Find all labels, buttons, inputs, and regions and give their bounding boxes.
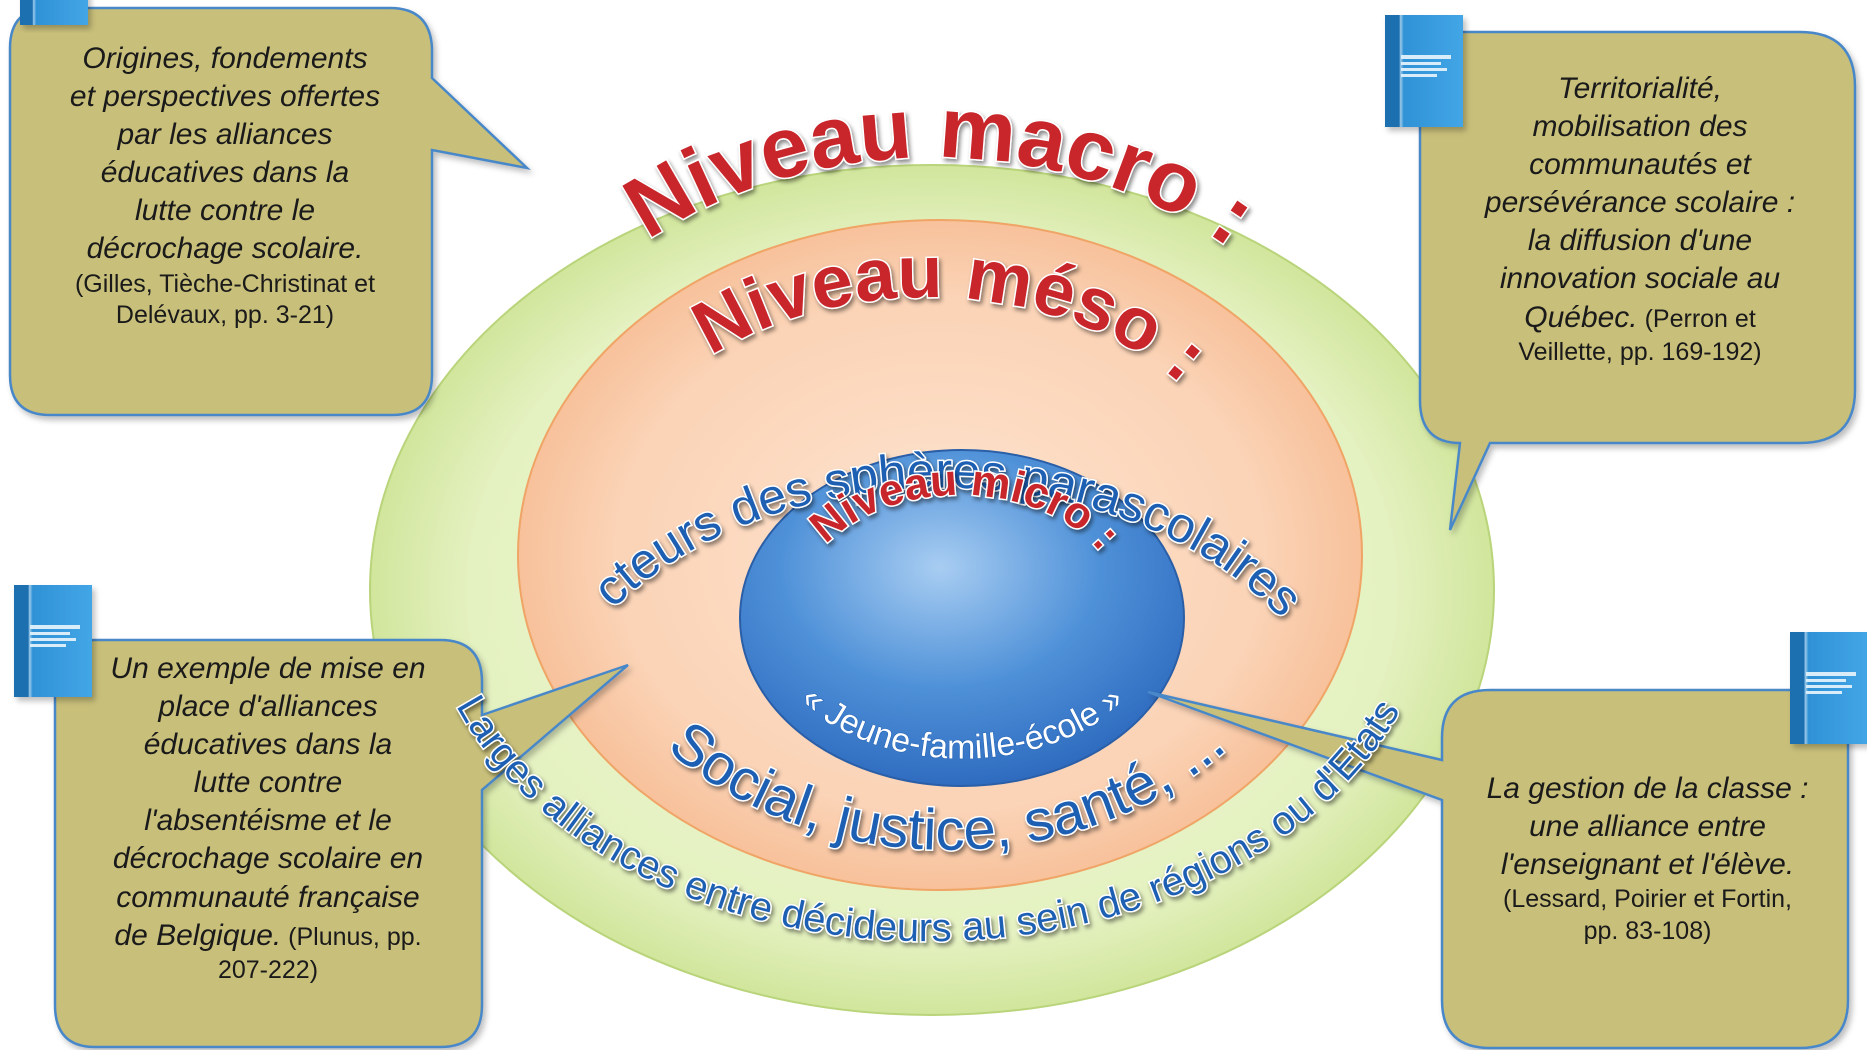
callout-line: lutte contre le bbox=[134, 194, 316, 228]
callout-top-left-text: Origines, fondements et perspectives off… bbox=[25, 40, 425, 332]
callout-line: par les alliances bbox=[117, 118, 333, 152]
callout-line: de Belgique. bbox=[114, 918, 282, 952]
callout-reference: Veillette, pp. 169-192) bbox=[1518, 337, 1762, 366]
callout-reference: (Plunus, pp. bbox=[281, 922, 422, 951]
callout-line: éducatives dans la bbox=[143, 728, 393, 762]
callout-line: Territorialité, bbox=[1558, 72, 1722, 105]
callout-line: persévérance scolaire : bbox=[1484, 186, 1796, 220]
callout-line: décrochage scolaire en bbox=[112, 842, 424, 876]
callout-bottom-right-text: La gestion de la classe : une alliance e… bbox=[1450, 770, 1845, 948]
callout-reference: (Perron et bbox=[1637, 304, 1756, 333]
callout-reference: (Gilles, Tièche-Christinat et bbox=[74, 269, 376, 298]
callout-line: l'absentéisme et le bbox=[144, 804, 392, 838]
book-cover-icon bbox=[1790, 632, 1867, 744]
callout-reference: 207-222) bbox=[217, 955, 319, 984]
book-cover-icon bbox=[1385, 15, 1463, 127]
callout-reference: pp. 83-108) bbox=[1583, 917, 1712, 946]
callout-line: lutte contre bbox=[193, 766, 343, 800]
callout-line: et perspectives offertes bbox=[69, 80, 381, 114]
book-cover-icon bbox=[20, 0, 88, 25]
callout-line: la diffusion d'une bbox=[1527, 224, 1753, 258]
callout-top-right-text: Territorialité, mobilisation des communa… bbox=[1440, 70, 1840, 368]
callout-line: communauté française bbox=[116, 880, 420, 914]
callout-reference: (Lessard, Poirier et Fortin, bbox=[1503, 885, 1792, 914]
callout-top-left bbox=[8, 6, 531, 417]
callout-line: une alliance entre bbox=[1529, 810, 1766, 844]
callout-line: La gestion de la classe : bbox=[1486, 772, 1809, 805]
callout-line: décrochage scolaire. bbox=[86, 232, 364, 266]
callout-line: innovation sociale au bbox=[1499, 262, 1781, 296]
book-cover-icon bbox=[14, 585, 92, 697]
micro-level-ellipse bbox=[739, 449, 1185, 787]
callout-line: Origines, fondements bbox=[82, 42, 368, 75]
callout-line: mobilisation des bbox=[1532, 110, 1748, 144]
callout-line: communautés et bbox=[1529, 148, 1751, 182]
callout-bottom-left-text: Un exemple de mise en place d'alliances … bbox=[68, 650, 468, 987]
callout-line: place d'alliances bbox=[158, 690, 378, 724]
callout-line: Un exemple de mise en bbox=[110, 652, 426, 685]
callout-line: l'enseignant et l'élève. bbox=[1500, 848, 1795, 882]
callout-reference: Delévaux, pp. 3-21) bbox=[115, 301, 335, 330]
callout-line: éducatives dans la bbox=[100, 156, 350, 190]
callout-line: Québec. bbox=[1524, 300, 1638, 334]
